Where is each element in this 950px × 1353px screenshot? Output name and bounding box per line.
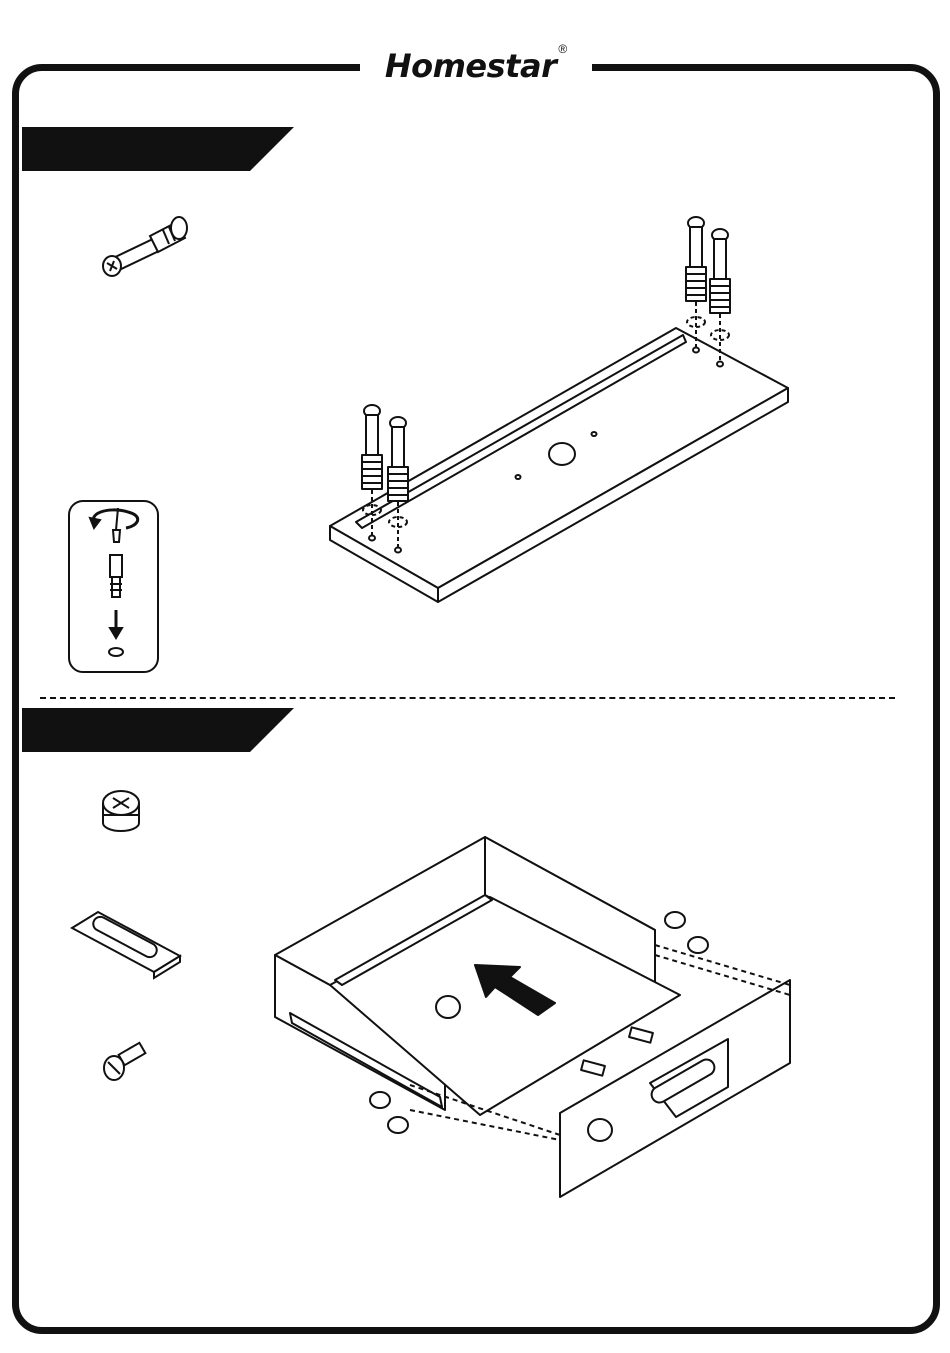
brand-logo: Homestar® <box>360 46 592 86</box>
registered-mark: ® <box>558 42 567 56</box>
handle-screw-part-icon <box>102 1040 150 1085</box>
brand-name: Homestar <box>385 47 557 85</box>
board-with-cam-bolts-illustration <box>328 210 793 605</box>
screwdriver-inset-panel <box>68 500 160 675</box>
recessed-handle-part-icon <box>70 908 182 978</box>
cam-bolt-part-icon <box>95 208 195 283</box>
cam-lock-part-icon <box>100 787 142 837</box>
drawer-assembly-illustration <box>270 835 795 1195</box>
step-banner-2 <box>22 708 294 752</box>
step-banner-1 <box>22 127 294 171</box>
step-divider <box>40 697 895 699</box>
